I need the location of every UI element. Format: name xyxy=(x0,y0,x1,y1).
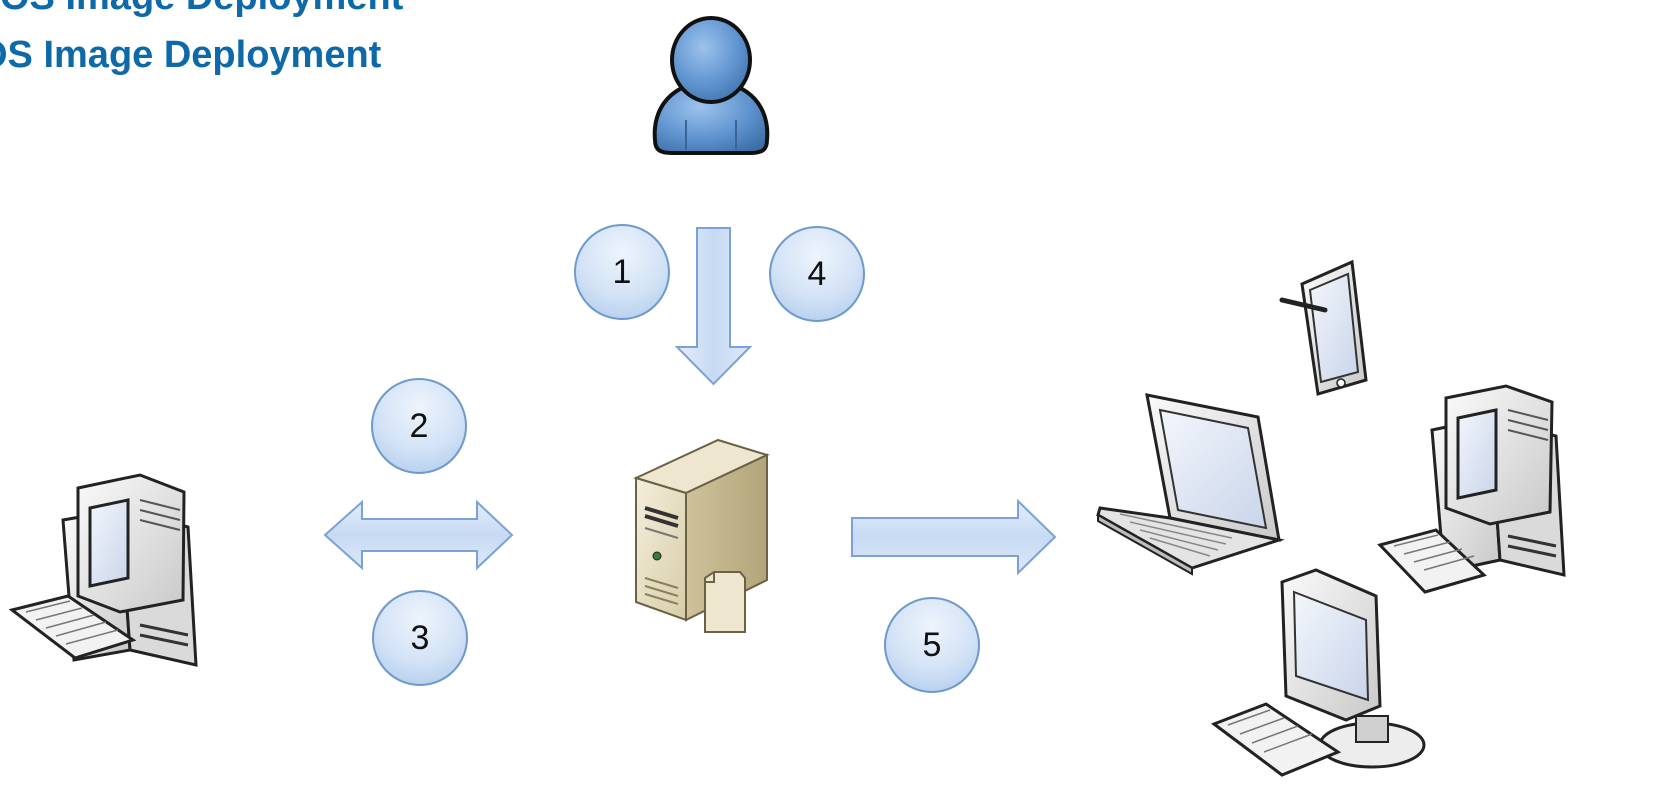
monitor-icon xyxy=(1210,568,1426,777)
laptop-icon xyxy=(1096,393,1285,576)
step-badge-1: 1 xyxy=(574,224,670,320)
page-title-line-1: OS Image Deployment xyxy=(0,0,403,16)
page-title-line-2: OS Image Deployment xyxy=(0,34,382,76)
target-desktop-icon xyxy=(1377,384,1566,594)
user-icon xyxy=(652,16,770,155)
server-icon xyxy=(633,438,770,633)
step-badge-5: 5 xyxy=(884,597,980,693)
step-badge-2: 2 xyxy=(371,378,467,474)
tablet-icon xyxy=(1279,259,1368,396)
right-arrow xyxy=(851,498,1057,576)
source-desktop-icon xyxy=(8,473,198,667)
down-arrow xyxy=(674,227,753,386)
double-arrow xyxy=(323,499,514,571)
step-badge-4: 4 xyxy=(769,226,865,322)
step-badge-3: 3 xyxy=(372,590,468,686)
